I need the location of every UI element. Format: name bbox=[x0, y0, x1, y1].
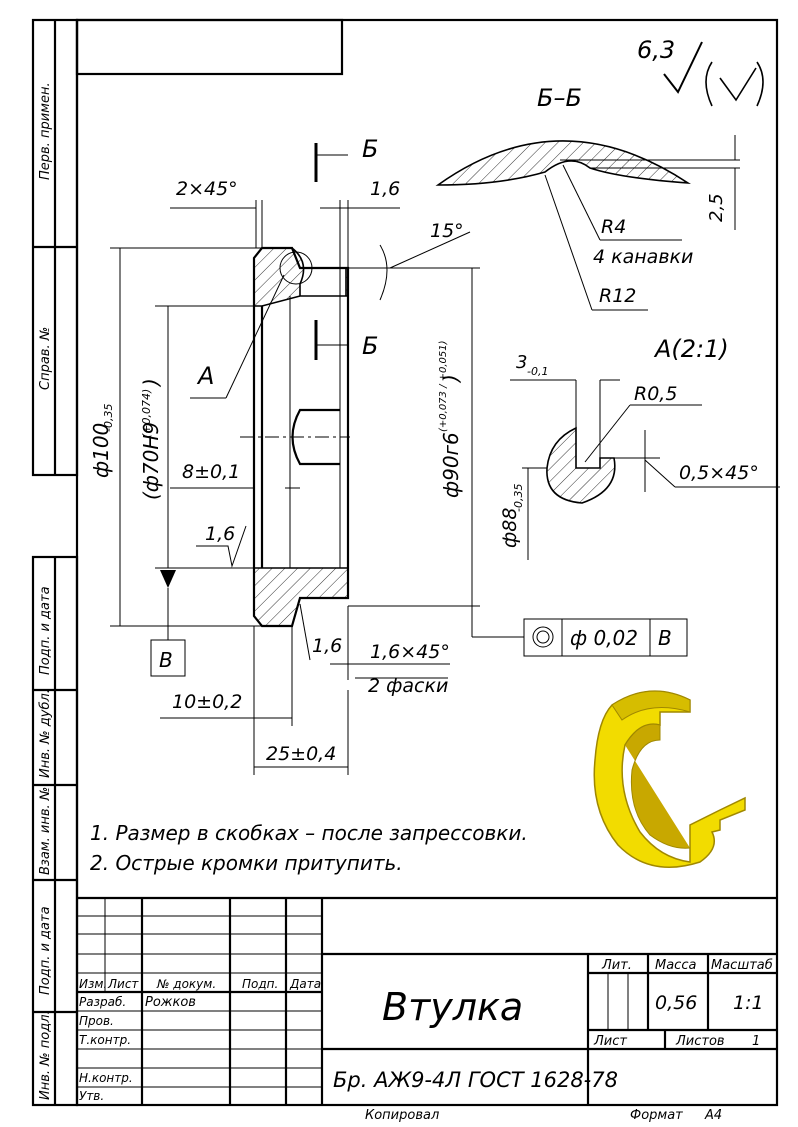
tolerance-frame bbox=[523, 618, 688, 657]
dia90-close: ) bbox=[439, 374, 463, 384]
sidebar-inv-podl: Инв. № подл. bbox=[38, 1010, 53, 1100]
note-1: 1. Размер в скобках – после запрессовки. bbox=[90, 821, 528, 845]
dia70-label: (ф70Н9 bbox=[139, 422, 163, 500]
tb-format-val: А4 bbox=[704, 1108, 722, 1123]
angle-15: 15° bbox=[430, 220, 464, 242]
dim-25: 25±0,4 bbox=[266, 743, 336, 765]
tb-prov: Пров. bbox=[79, 1014, 114, 1028]
dia100-label: ф100 bbox=[89, 423, 113, 478]
part-3d-model bbox=[593, 690, 746, 868]
rough-16-left: 1,6 bbox=[205, 523, 235, 545]
title-block: Изм. Лист № докум. Подп. Дата Разраб. Ро… bbox=[77, 896, 777, 1123]
tb-data: Дата bbox=[289, 977, 321, 991]
tb-format: Формат bbox=[630, 1108, 683, 1123]
tb-no-dokum: № докум. bbox=[156, 977, 216, 991]
tb-listov-label: Листов bbox=[675, 1034, 725, 1049]
sidebar-sprav-no: Справ. № bbox=[38, 327, 53, 390]
dim-8: 8±0,1 bbox=[182, 461, 240, 483]
tb-name: Втулка bbox=[382, 985, 523, 1029]
section-bb-dim-25: 2,5 bbox=[706, 193, 727, 222]
section-bb-r12: R12 bbox=[599, 285, 636, 307]
sidebar-podp-data-2: Подп. и дата bbox=[38, 906, 53, 995]
detail-a-dia88-tol: -0,35 bbox=[512, 484, 525, 512]
section-mark-bottom: Б bbox=[362, 332, 378, 360]
detail-a-dim-3-tol: -0,1 bbox=[527, 365, 548, 378]
datum-b-label: В bbox=[159, 648, 173, 672]
dim-16-top: 1,6 bbox=[370, 178, 400, 200]
tb-masshtab: Масштаб bbox=[711, 958, 773, 973]
detail-a-title: А(2:1) bbox=[653, 335, 729, 363]
note-2: 2. Острые кромки притупить. bbox=[90, 851, 403, 875]
tb-tkontr: Т.контр. bbox=[79, 1033, 131, 1047]
tb-masshtab-val: 1:1 bbox=[733, 992, 764, 1014]
sidebar-vzam-inv: Взам. инв. № bbox=[38, 787, 53, 875]
tb-nkontr: Н.контр. bbox=[79, 1071, 133, 1085]
dia90-tol: (+0,073 / +0,051) bbox=[438, 340, 449, 432]
roughness-symbol: 6,3 bbox=[637, 36, 764, 107]
dia90-label: ф90г6 bbox=[439, 432, 463, 498]
detail-a-chamfer: 0,5×45° bbox=[679, 462, 759, 484]
notes: 1. Размер в скобках – после запрессовки.… bbox=[90, 821, 528, 875]
tb-massa: Масса bbox=[655, 958, 696, 973]
tb-utv: Утв. bbox=[79, 1089, 104, 1103]
roughness-value: 6,3 bbox=[637, 36, 675, 64]
detail-a: А(2:1) 3 -0,1 R0,5 0,5×45° ф88 -0,35 bbox=[499, 335, 780, 560]
label-a: А bbox=[196, 362, 214, 390]
detail-a-dia88: ф88 bbox=[499, 508, 521, 548]
tb-razrab-name: Рожков bbox=[145, 995, 196, 1010]
section-bb-title: Б–Б bbox=[537, 84, 582, 112]
tb-material: Бр. АЖ9-4Л ГОСТ 1628-78 bbox=[333, 1068, 618, 1092]
section-mark-top: Б bbox=[362, 135, 378, 163]
dia100-tol: -0,35 bbox=[102, 404, 115, 432]
sidebar-inv-dubl: Инв. № дубл. bbox=[38, 689, 53, 778]
sidebar-labels: Перв. примен. Справ. № Подп. и дата Инв.… bbox=[38, 82, 53, 1100]
two-chamfers: 2 фаски bbox=[368, 675, 448, 697]
sheet-frame bbox=[31, 18, 779, 1107]
tb-kopiroval: Копировал bbox=[365, 1108, 439, 1123]
rough-16-bottom: 1,6 bbox=[312, 635, 342, 657]
tb-podp: Подп. bbox=[242, 977, 278, 991]
section-bb-grooves: 4 канавки bbox=[593, 246, 693, 268]
tolerance-value: ф 0,02 bbox=[570, 626, 638, 650]
tolerance-datum: В bbox=[658, 626, 672, 650]
dia70-close: ) bbox=[139, 378, 163, 388]
tb-list-label: Лист bbox=[593, 1034, 627, 1049]
detail-a-dim-3: 3 bbox=[516, 352, 527, 373]
tb-razrab: Разраб. bbox=[79, 995, 126, 1009]
chamfer-16: 1,6×45° bbox=[370, 641, 450, 663]
tb-list: Лист bbox=[107, 977, 139, 991]
dia70-tol: (+0,074) bbox=[140, 389, 153, 438]
tb-lit: Лит. bbox=[601, 958, 632, 973]
chamfer-2x45: 2×45° bbox=[176, 178, 238, 200]
sidebar-perv-primen: Перв. примен. bbox=[38, 82, 53, 180]
detail-a-r05: R0,5 bbox=[634, 383, 677, 405]
dim-10: 10±0,2 bbox=[172, 691, 242, 713]
sidebar-podp-data-1: Подп. и дата bbox=[38, 586, 53, 675]
tb-listov-val: 1 bbox=[752, 1034, 760, 1049]
tb-izm: Изм. bbox=[79, 977, 107, 991]
section-bb-r4: R4 bbox=[601, 216, 626, 238]
tb-massa-val: 0,56 bbox=[655, 992, 697, 1014]
main-view: ф100 -0,35 (ф70Н9 (+0,074) ) В ф90г6 (+0… bbox=[89, 135, 688, 775]
section-bb: Б–Б 2,5 R4 4 канавки R12 bbox=[435, 84, 740, 311]
